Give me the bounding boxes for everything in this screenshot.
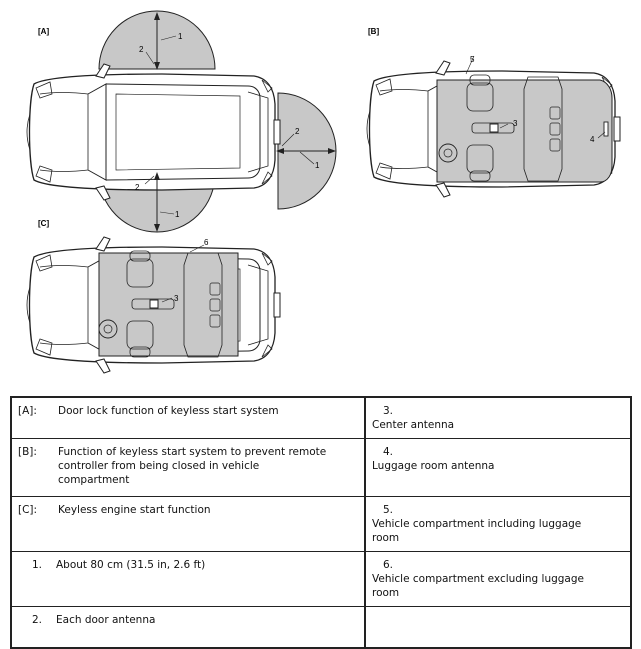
callout-4: 4 — [590, 135, 595, 144]
panel-label-a: [A] — [38, 27, 49, 36]
callout-1: 1 — [175, 210, 180, 219]
legend-key: [A]: — [18, 405, 37, 417]
panel-c: 6 3 — [26, 236, 281, 374]
compartment-zone-with-luggage — [436, 79, 613, 183]
callout-5: 5 — [470, 55, 475, 64]
callout-2: 2 — [135, 183, 140, 192]
callout-1: 1 — [315, 161, 320, 170]
legend-text: Center antenna — [372, 419, 455, 431]
callout-3: 3 — [174, 294, 179, 303]
legend-row: [C]: Keyless engine start function 5. Vehi… — [10, 496, 632, 552]
legend-row: [A]: Door lock function of keyless start … — [10, 396, 632, 439]
legend-row: 1. About 80 cm (31.5 in, 2.6 ft) 6. Vehicl… — [10, 551, 632, 607]
panel-a: 1 2 2 1 2 1 — [26, 10, 337, 233]
legend-text: Vehicle compartment excluding luggage ro… — [372, 573, 584, 599]
legend-key: 2. — [32, 614, 43, 626]
legend-text: About 80 cm (31.5 in, 2.6 ft) — [56, 559, 206, 571]
legend-key: 6. — [383, 559, 394, 571]
legend-table: [A]: Door lock function of keyless start … — [10, 396, 632, 649]
legend-row: 2. Each door antenna — [10, 606, 632, 649]
legend-text: Keyless engine start function — [58, 504, 211, 516]
callout-3: 3 — [513, 119, 518, 128]
legend-key: 4. — [383, 446, 394, 458]
legend-row: [B]: Function of keyless start system to … — [10, 438, 632, 497]
legend-key: 1. — [32, 559, 43, 571]
callout-2: 2 — [139, 45, 144, 54]
panel-b: 5 3 4 — [366, 55, 621, 198]
legend-key: [C]: — [18, 504, 38, 516]
callout-2: 2 — [295, 127, 300, 136]
legend-text: Each door antenna — [56, 614, 156, 626]
panel-label-c: [C] — [38, 219, 49, 228]
legend-text: Function of keyless start system to prev… — [58, 446, 327, 486]
antenna-coverage-diagram: [A] 1 2 2 1 2 1 [B] 5 — [26, 10, 621, 374]
legend-key: 5. — [383, 504, 394, 516]
legend-text: Door lock function of keyless start syst… — [58, 405, 279, 417]
legend-text: Vehicle compartment including luggage ro… — [372, 518, 582, 544]
legend-text: Luggage room antenna — [372, 460, 495, 472]
panel-label-b: [B] — [368, 27, 379, 36]
compartment-zone-without-luggage — [98, 252, 239, 357]
callout-1: 1 — [178, 32, 183, 41]
callout-6: 6 — [204, 238, 209, 247]
legend-key: [B]: — [18, 446, 37, 458]
legend-key: 3. — [383, 405, 394, 417]
